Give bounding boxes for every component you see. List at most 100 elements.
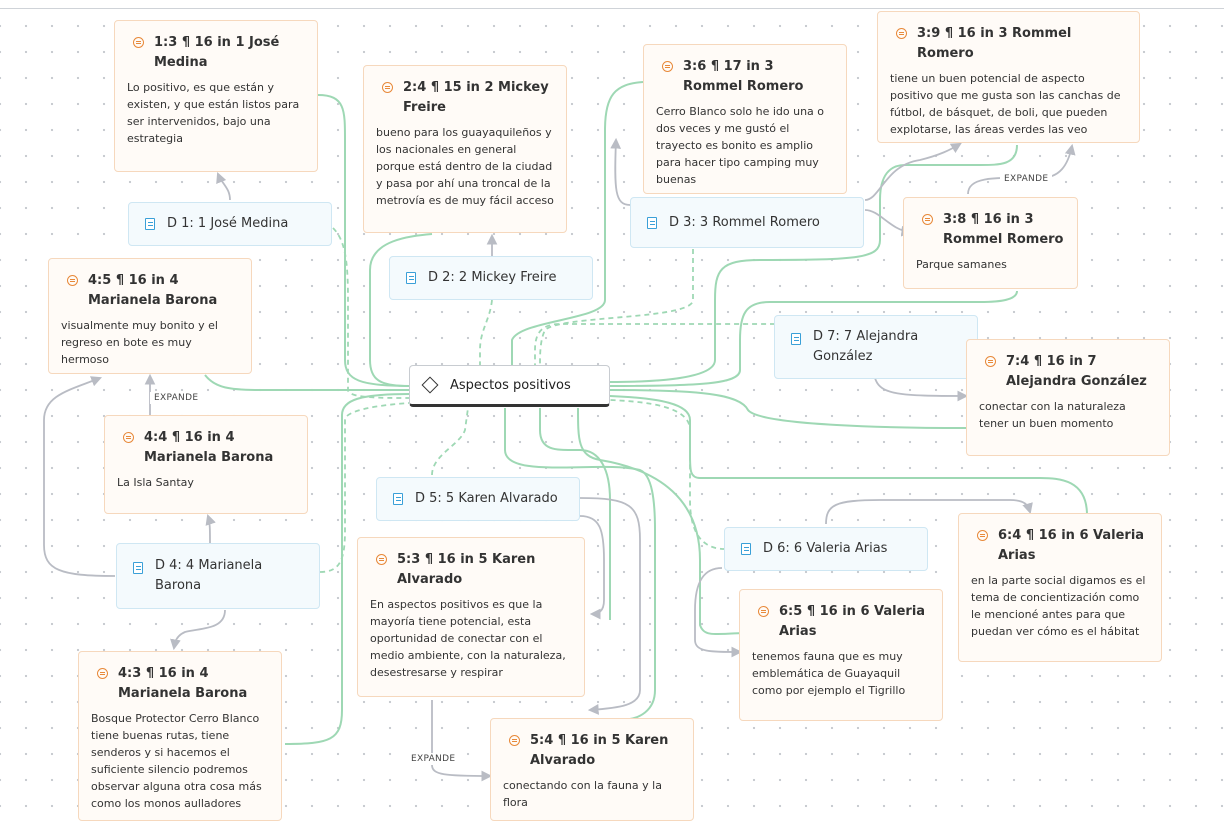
quote-title: 1:3 ¶ 16 in 1 José Medina — [154, 35, 280, 70]
quote-title: 6:4 ¶ 16 in 6 Valeria Arias — [998, 528, 1145, 563]
doc-node-d7[interactable]: D 7: 7 Alejandra González — [774, 315, 978, 379]
expande-label[interactable]: EXPANDE — [407, 753, 460, 765]
doc-node-d5[interactable]: D 5: 5 Karen Alvarado — [376, 477, 580, 521]
dash-d7 — [534, 323, 775, 365]
quotation-icon — [985, 356, 996, 367]
arrow-d4-q4_3 — [170, 609, 226, 651]
quotation-icon — [97, 668, 108, 679]
quote-node-5-3[interactable]: 5:3 ¶ 16 in 5 Karen Alvarado En aspectos… — [357, 537, 585, 697]
arrow-q3_8-q3_9 — [967, 143, 1076, 195]
quote-node-5-4[interactable]: 5:4 ¶ 16 in 5 Karen Alvarado conectando … — [490, 718, 694, 821]
quote-node-3-8[interactable]: 3:8 ¶ 16 in 3 Rommel Romero Parque saman… — [903, 197, 1078, 289]
quote-node-2-4[interactable]: 2:4 ¶ 15 in 2 Mickey Freire bueno para l… — [363, 65, 567, 233]
document-icon — [791, 333, 801, 345]
link-q6_4 — [609, 395, 1088, 516]
quote-text: La Isla Santay — [117, 476, 194, 489]
top-border — [0, 0, 1224, 9]
dash-d1 — [332, 227, 410, 399]
quotation-icon — [67, 275, 78, 286]
expande-label[interactable]: EXPANDE — [150, 392, 203, 404]
arrow-d6-q6_4 — [825, 499, 1033, 525]
arrow-d1-q1_3 — [216, 171, 231, 201]
quote-title: 7:4 ¶ 16 in 7 Alejandra González — [1006, 354, 1147, 389]
arrow-d4-q4_5 — [43, 376, 116, 577]
document-icon — [741, 543, 751, 555]
dash-d2 — [479, 299, 493, 365]
quote-node-4-3[interactable]: 4:3 ¶ 16 in 4 Marianela Barona Bosque Pr… — [78, 651, 282, 821]
quotation-icon — [123, 432, 134, 443]
arrow-d6-q6_5 — [694, 567, 743, 658]
quote-text: conectar con la naturaleza tener un buen… — [979, 400, 1126, 430]
center-title: Aspectos positivos — [450, 377, 571, 393]
quote-text: bueno para los guayaquileños y los nacio… — [376, 126, 554, 207]
doc-node-d4[interactable]: D 4: 4 Marianela Barona — [116, 543, 320, 609]
quote-title: 4:5 ¶ 16 in 4 Marianela Barona — [88, 273, 218, 308]
doc-node-d3[interactable]: D 3: 3 Rommel Romero — [630, 197, 864, 248]
arrow-q5_3-q5_4 — [431, 700, 493, 782]
doc-label: D 3: 3 Rommel Romero — [669, 214, 820, 230]
arrow-d3-q3_6 — [610, 137, 631, 206]
dash-d5 — [431, 407, 469, 476]
link-q5_4 — [504, 408, 656, 721]
link-q3_9 — [609, 144, 1018, 383]
quote-title: 3:8 ¶ 16 in 3 Rommel Romero — [943, 212, 1064, 247]
dash-d3 — [539, 249, 694, 366]
quotation-icon — [133, 37, 144, 48]
quote-node-4-4[interactable]: 4:4 ¶ 16 in 4 Marianela Barona La Isla S… — [104, 415, 308, 514]
doc-label: D 7: 7 Alejandra González — [813, 329, 919, 364]
doc-node-d2[interactable]: D 2: 2 Mickey Freire — [389, 256, 593, 300]
dash-d4 — [319, 402, 410, 573]
doc-label: D 1: 1 José Medina — [167, 216, 289, 231]
link-q1_3 — [317, 94, 410, 387]
arrow-d7-q7_4 — [874, 377, 969, 402]
quote-node-3-6[interactable]: 3:6 ¶ 17 in 3 Rommel Romero Cerro Blanco… — [643, 44, 847, 194]
quote-text: Cerro Blanco solo he ido una o dos veces… — [656, 105, 825, 186]
link-q2_4 — [369, 233, 433, 387]
quote-text: Lo positivo, es que están y existen, y q… — [127, 81, 300, 145]
quote-node-3-9[interactable]: 3:9 ¶ 16 in 3 Rommel Romero tiene un bue… — [877, 11, 1140, 143]
document-icon — [406, 272, 416, 284]
quote-node-6-5[interactable]: 6:5 ¶ 16 in 6 Valeria Arias tenemos faun… — [739, 589, 943, 721]
link-q5_3 — [539, 408, 611, 620]
quote-text: en la parte social digamos es el tema de… — [971, 574, 1146, 638]
quote-title: 4:4 ¶ 16 in 4 Marianela Barona — [144, 430, 274, 465]
dash-d6 — [609, 399, 726, 550]
quote-text: Parque samanes — [916, 258, 1007, 271]
doc-label: D 6: 6 Valeria Arias — [763, 541, 888, 556]
quote-text: Bosque Protector Cerro Blanco tiene buen… — [91, 712, 262, 810]
quote-node-1-3[interactable]: 1:3 ¶ 16 in 1 José Medina Lo positivo, e… — [114, 20, 318, 172]
arrow-d3-q3_9 — [864, 142, 962, 201]
link-q3_8 — [609, 290, 1018, 387]
quote-title: 3:9 ¶ 16 in 3 Rommel Romero — [917, 26, 1072, 61]
document-icon — [647, 216, 657, 229]
quote-text: conectando con la fauna y la flora — [503, 779, 662, 809]
link-q3_6 — [511, 81, 644, 365]
doc-label: D 5: 5 Karen Alvarado — [415, 491, 558, 506]
doc-node-d6[interactable]: D 6: 6 Valeria Arias — [724, 527, 928, 571]
link-q7_4 — [609, 389, 967, 429]
quotation-icon — [662, 61, 673, 72]
arrow-d5-q5_3 — [579, 515, 605, 620]
quote-text: visualmente muy bonito y el regreso en b… — [61, 319, 218, 366]
document-icon — [133, 562, 143, 574]
quotation-icon — [509, 735, 520, 746]
expande-label[interactable]: EXPANDE — [1000, 173, 1053, 185]
quote-title: 6:5 ¶ 16 in 6 Valeria Arias — [779, 604, 926, 639]
quotation-icon — [922, 214, 933, 225]
quote-title: 2:4 ¶ 15 in 2 Mickey Freire — [403, 80, 549, 115]
center-node-aspectos-positivos[interactable]: Aspectos positivos — [409, 365, 610, 407]
arrow-d5-q5_4 — [579, 497, 641, 715]
document-icon — [145, 218, 155, 230]
doc-node-d1[interactable]: D 1: 1 José Medina — [128, 202, 332, 246]
quotation-icon — [382, 82, 393, 93]
doc-label: D 2: 2 Mickey Freire — [428, 270, 557, 285]
quote-title: 5:4 ¶ 16 in 5 Karen Alvarado — [530, 733, 669, 768]
quote-title: 5:3 ¶ 16 in 5 Karen Alvarado — [397, 552, 536, 587]
quote-node-7-4[interactable]: 7:4 ¶ 16 in 7 Alejandra González conecta… — [966, 339, 1170, 456]
arrow-d4-q4_4 — [205, 513, 216, 544]
quotation-icon — [896, 28, 907, 39]
quotation-icon — [376, 554, 387, 565]
quote-node-6-4[interactable]: 6:4 ¶ 16 in 6 Valeria Arias en la parte … — [958, 513, 1162, 662]
quote-node-4-5[interactable]: 4:5 ¶ 16 in 4 Marianela Barona visualmen… — [48, 258, 252, 374]
